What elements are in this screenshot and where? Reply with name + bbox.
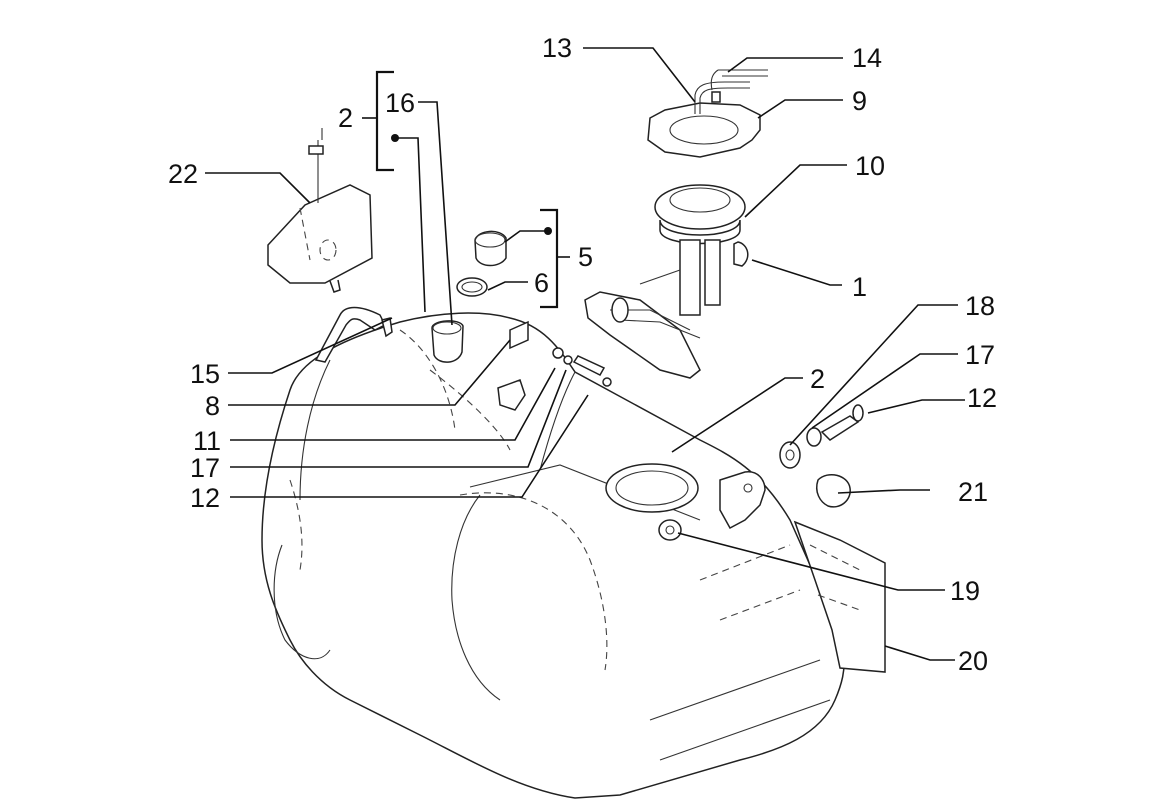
- label-9: 9: [852, 86, 867, 116]
- label-15: 15: [190, 359, 220, 389]
- label-1: 1: [852, 272, 867, 302]
- spacer-part: [658, 519, 682, 541]
- canister-part: [267, 128, 373, 293]
- pump-ring-nut-part: [647, 102, 761, 158]
- group-bracket-2: [362, 70, 399, 172]
- screw-right-part: [820, 404, 864, 441]
- label-11: 11: [193, 426, 221, 456]
- label-6: 6: [534, 268, 549, 298]
- filler-gasket-part: [456, 277, 488, 297]
- label-21: 21: [958, 477, 988, 507]
- mount-bracket-part: [719, 471, 766, 530]
- rubber-bush-part: [779, 441, 801, 469]
- label-5: 5: [578, 242, 593, 272]
- heat-shield-part: [793, 520, 886, 673]
- label-20: 20: [958, 646, 988, 676]
- fuel-pump-part: [584, 184, 749, 379]
- clip-part: [816, 473, 851, 508]
- bolt-set-left: [552, 347, 612, 387]
- label-18: 18: [965, 291, 995, 321]
- rubber-pad-part: [497, 320, 529, 411]
- filler-neck-part: [431, 320, 464, 363]
- tank-filler-opening: [605, 463, 699, 513]
- label-12-right: 12: [967, 383, 997, 413]
- label-16: 16: [385, 88, 415, 118]
- label-8: 8: [205, 391, 220, 421]
- label-19: 19: [950, 576, 980, 606]
- breather-pipe-part: [314, 306, 393, 363]
- label-22: 22: [168, 159, 198, 189]
- label-14: 14: [852, 43, 882, 73]
- fuel-tank-body: [261, 312, 845, 799]
- label-17-right: 17: [965, 340, 995, 370]
- filler-cap-part: [474, 230, 507, 267]
- part-labels: 13 14 9 10 1 2 16 22 5 6 15 8 11 17 12 2…: [168, 33, 997, 676]
- label-10: 10: [855, 151, 885, 181]
- label-17-left: 17: [190, 453, 220, 483]
- label-12-left: 12: [190, 483, 220, 513]
- label-2-bracket: 2: [338, 103, 353, 133]
- label-13: 13: [542, 33, 572, 63]
- fuel-pipes-part: [694, 69, 768, 114]
- washer-right-part: [806, 427, 822, 447]
- label-2-tank: 2: [810, 364, 825, 394]
- leader-lines: [205, 47, 965, 661]
